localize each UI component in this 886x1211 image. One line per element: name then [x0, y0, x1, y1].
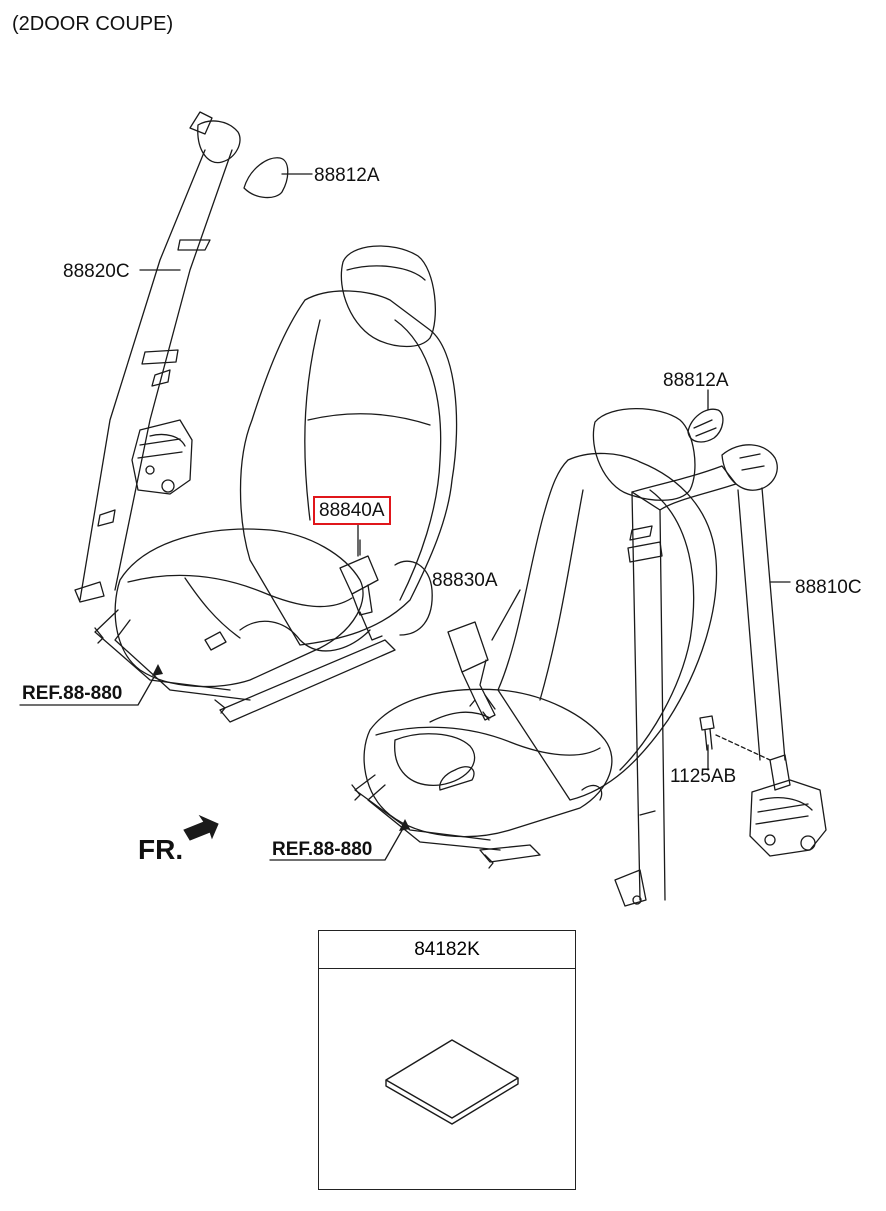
diagram-title: (2DOOR COUPE)	[12, 13, 174, 35]
right-seat-belt	[614, 444, 827, 907]
left-seat-belt	[74, 111, 241, 603]
callout-bolt[interactable]: 1125AB	[670, 766, 737, 787]
callout-belt-front[interactable]: 88820C	[63, 261, 130, 282]
front-direction-label: FR.	[138, 834, 184, 865]
callout-buckle-highlighted[interactable]: 88840A	[313, 496, 391, 525]
callout-cover-top[interactable]: 88812A	[314, 165, 380, 186]
kit-box: 84182K	[318, 930, 576, 1190]
callout-buckle-right[interactable]: 88830A	[432, 570, 498, 591]
right-seat	[351, 407, 718, 869]
callout-cover-right[interactable]: 88812A	[663, 370, 729, 391]
leader-lines	[19, 173, 791, 861]
kit-sheet-drawing	[385, 1039, 519, 1125]
callout-belt-rear[interactable]: 88810C	[795, 577, 862, 598]
ref-link-right[interactable]: REF.88-880	[272, 839, 373, 860]
right-trim-cover	[687, 408, 724, 443]
left-seat	[94, 245, 458, 723]
left-trim-cover	[243, 157, 289, 199]
kit-part-number[interactable]: 84182K	[319, 931, 575, 969]
ref-link-left[interactable]: REF.88-880	[22, 683, 123, 704]
bolt	[699, 715, 771, 761]
front-direction-arrow	[183, 814, 219, 841]
